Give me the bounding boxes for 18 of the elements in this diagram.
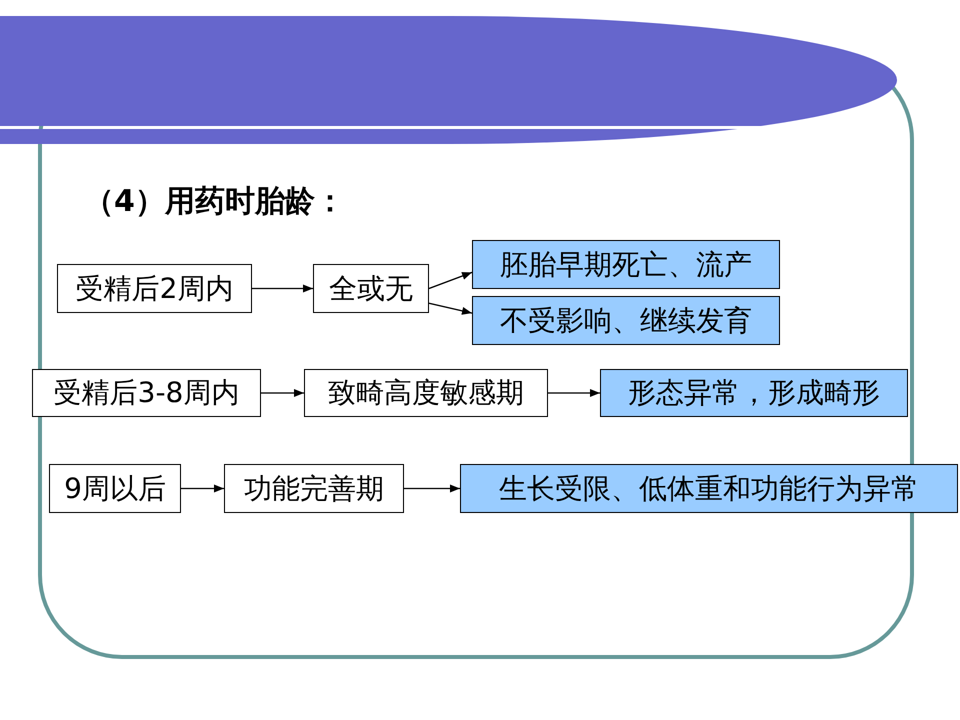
process-box: 9周以后 [49,464,181,513]
process-box: 受精后3-8周内 [32,369,261,417]
arrow [181,484,224,492]
process-box: 功能完善期 [224,464,404,513]
arrow [261,389,304,397]
slide-title: （4）用药时胎龄： [84,184,345,220]
arrow [404,484,460,492]
result-box: 形态异常，形成畸形 [600,369,908,417]
result-box: 生长受限、低体重和功能行为异常 [460,464,958,513]
process-box: 受精后2周内 [57,264,252,313]
result-box: 胚胎早期死亡、流产 [472,240,780,289]
arrow [548,389,600,397]
process-box: 致畸高度敏感期 [304,369,548,417]
arrow [428,302,472,315]
arrow [428,272,472,290]
process-box: 全或无 [313,264,429,313]
arrow [252,284,313,292]
result-box: 不受影响、继续发育 [472,296,780,345]
